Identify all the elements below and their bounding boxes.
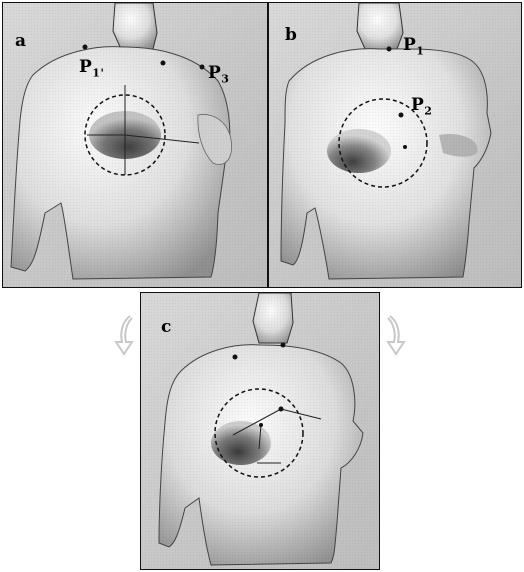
arrow-left-icon	[110, 312, 136, 358]
panel-label-c: c	[161, 317, 171, 337]
point-label-p2: P2	[411, 95, 432, 117]
point-label-p1: P1	[403, 35, 424, 57]
panel-label-a: a	[15, 31, 26, 51]
panel-label-b: b	[285, 25, 297, 45]
torso-figure-b	[269, 3, 521, 287]
panel-c: c	[140, 292, 380, 570]
torso-figure-c	[141, 293, 379, 569]
torso-figure-a	[3, 3, 267, 287]
panel-a: a P1' P3	[2, 2, 268, 288]
panel-b: b P1 P2	[268, 2, 522, 288]
arrow-right-icon	[384, 312, 410, 358]
point-label-p3: P3	[208, 63, 229, 85]
point-label-p1-prime: P1'	[79, 57, 104, 79]
